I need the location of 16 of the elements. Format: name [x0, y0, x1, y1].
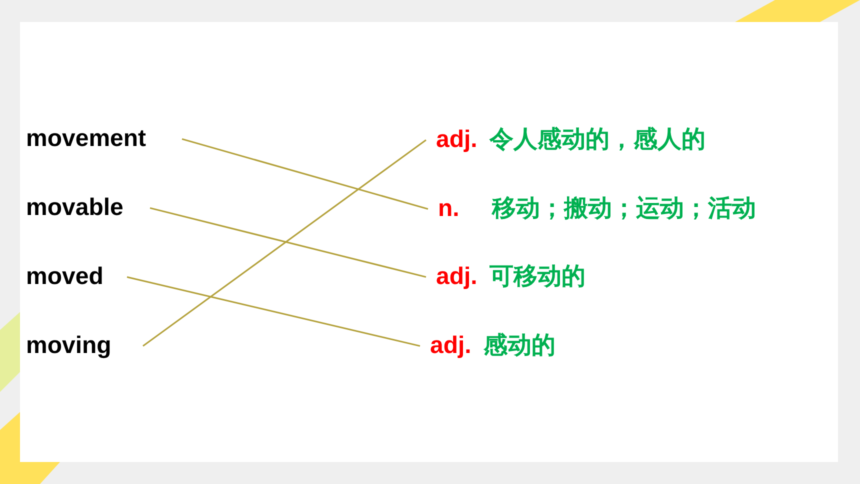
connecting-line: [142, 139, 426, 347]
word-text: movable: [26, 193, 124, 223]
word-text: moved: [26, 262, 104, 292]
part-of-speech: n.: [438, 194, 460, 224]
definition-text: 可移动的: [489, 262, 586, 292]
part-of-speech: adj.: [436, 262, 478, 292]
word-text: moving: [26, 331, 112, 361]
part-of-speech: adj.: [430, 331, 472, 361]
connecting-line: [126, 276, 420, 347]
definition-text: 感动的: [483, 331, 556, 361]
connecting-line: [150, 207, 426, 278]
word-text: movement: [26, 124, 146, 154]
connecting-line: [182, 138, 428, 210]
definition-text: 令人感动的，感人的: [489, 125, 706, 155]
definition-text: 移动；搬动；运动；活动: [492, 194, 756, 224]
part-of-speech: adj.: [436, 125, 478, 155]
